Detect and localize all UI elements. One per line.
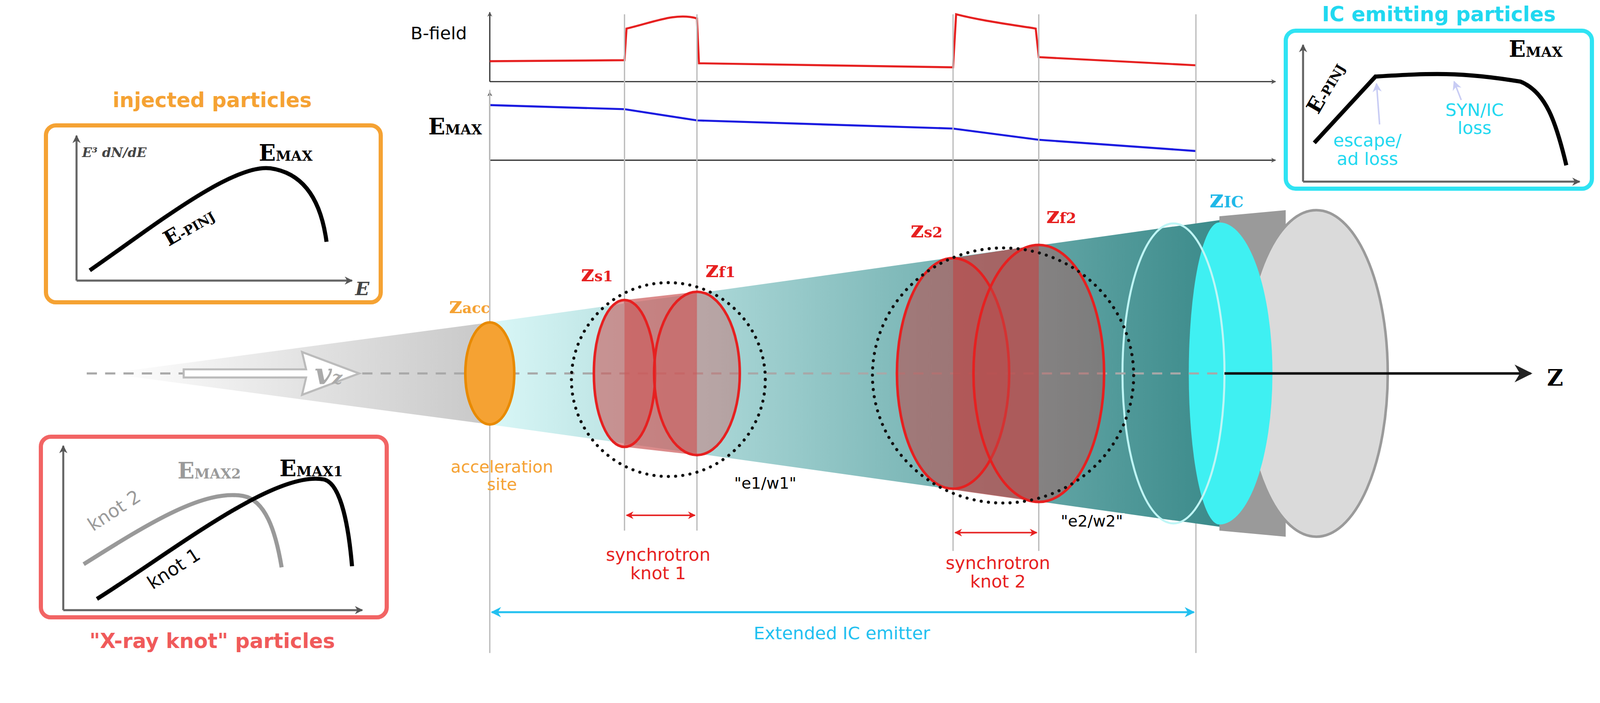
drawn-circle <box>571 282 766 477</box>
drawn-line <box>491 610 1194 613</box>
drawn-ellipse <box>653 291 740 455</box>
top-plots <box>489 12 1276 161</box>
figure-label: zacc <box>448 292 490 318</box>
figure-label: vz <box>314 357 343 389</box>
spectrum-panel: injected particlesE³ dN/dEEMAXE-PINJE <box>43 123 383 304</box>
synchrotron-knots <box>491 244 1194 612</box>
figure-label: "e2/w2" <box>1058 513 1125 530</box>
figure-label: zs2 <box>910 217 943 242</box>
drawn-ellipse <box>973 244 1105 502</box>
figure-label: zs1 <box>580 260 613 286</box>
drawn-line <box>626 514 695 516</box>
drawn-path <box>489 105 1196 151</box>
plot-label: E <box>355 278 370 299</box>
drawn-line <box>76 279 353 282</box>
drawn-line <box>1224 372 1531 375</box>
drawn-ellipse <box>593 299 656 447</box>
plot-label: SYN/IC loss <box>1428 101 1521 139</box>
drawn-line <box>1454 81 1462 101</box>
plot-label: EMAX <box>259 141 313 165</box>
figure-label: Extended IC emitter <box>751 624 932 643</box>
plot-label: E-PINJ <box>1302 58 1349 117</box>
figure-label: B-field <box>408 24 469 43</box>
panel-heading: injected particles <box>110 89 314 111</box>
spectrum-panel: IC emitting particlesE-PINJEMAXescape/ a… <box>1283 28 1594 191</box>
drawn-line <box>62 445 65 610</box>
plot-label: escape/ ad loss <box>1325 131 1409 169</box>
jet-cone <box>86 210 1531 537</box>
plot-label: E-PINJ <box>159 203 218 250</box>
drawn-line <box>63 609 363 611</box>
drawn-path <box>89 168 327 271</box>
drawn-line <box>75 135 78 281</box>
figure-label: zf2 <box>1046 202 1077 228</box>
figure-label: zIC <box>1209 185 1244 212</box>
drawn-line <box>1303 180 1580 183</box>
drawn-line <box>623 14 626 531</box>
drawn-path <box>489 14 1196 68</box>
drawn-line <box>1302 44 1305 182</box>
drawn-line <box>489 12 491 82</box>
plot-label: EMAX1 <box>279 456 343 480</box>
figure-label: "e1/w1" <box>732 475 799 493</box>
figure-label: synchrotron knot 1 <box>596 545 720 583</box>
drawn-line <box>489 159 1276 161</box>
panel-heading: "X-ray knot" particles <box>87 630 338 652</box>
plot-label: knot 1 <box>142 543 206 594</box>
drawn-ellipse <box>465 322 515 425</box>
plot-label: EMAX <box>1509 37 1563 61</box>
spectrum-plots <box>63 44 1580 610</box>
plot-label: E³ dN/dE <box>82 146 147 160</box>
figure-label: EMAX <box>428 114 482 139</box>
spectrum-panel: "X-ray knot" particlesknot 2EMAX2EMAX1kn… <box>38 434 389 620</box>
panel-heading: IC emitting particles <box>1320 3 1558 25</box>
figure-label: Z <box>1546 365 1564 389</box>
figure-label: synchrotron knot 2 <box>935 554 1060 592</box>
figure-label: zf1 <box>705 257 736 283</box>
drawn-line <box>954 531 1037 533</box>
plot-label: EMAX2 <box>177 458 241 483</box>
drawn-polygon <box>183 351 360 395</box>
drawn-ellipse <box>872 247 1134 503</box>
plot-label: knot 2 <box>83 485 146 536</box>
figure-label: acceleration site <box>441 458 562 494</box>
drawn-line <box>1376 83 1380 125</box>
drawn-line <box>489 80 1276 83</box>
